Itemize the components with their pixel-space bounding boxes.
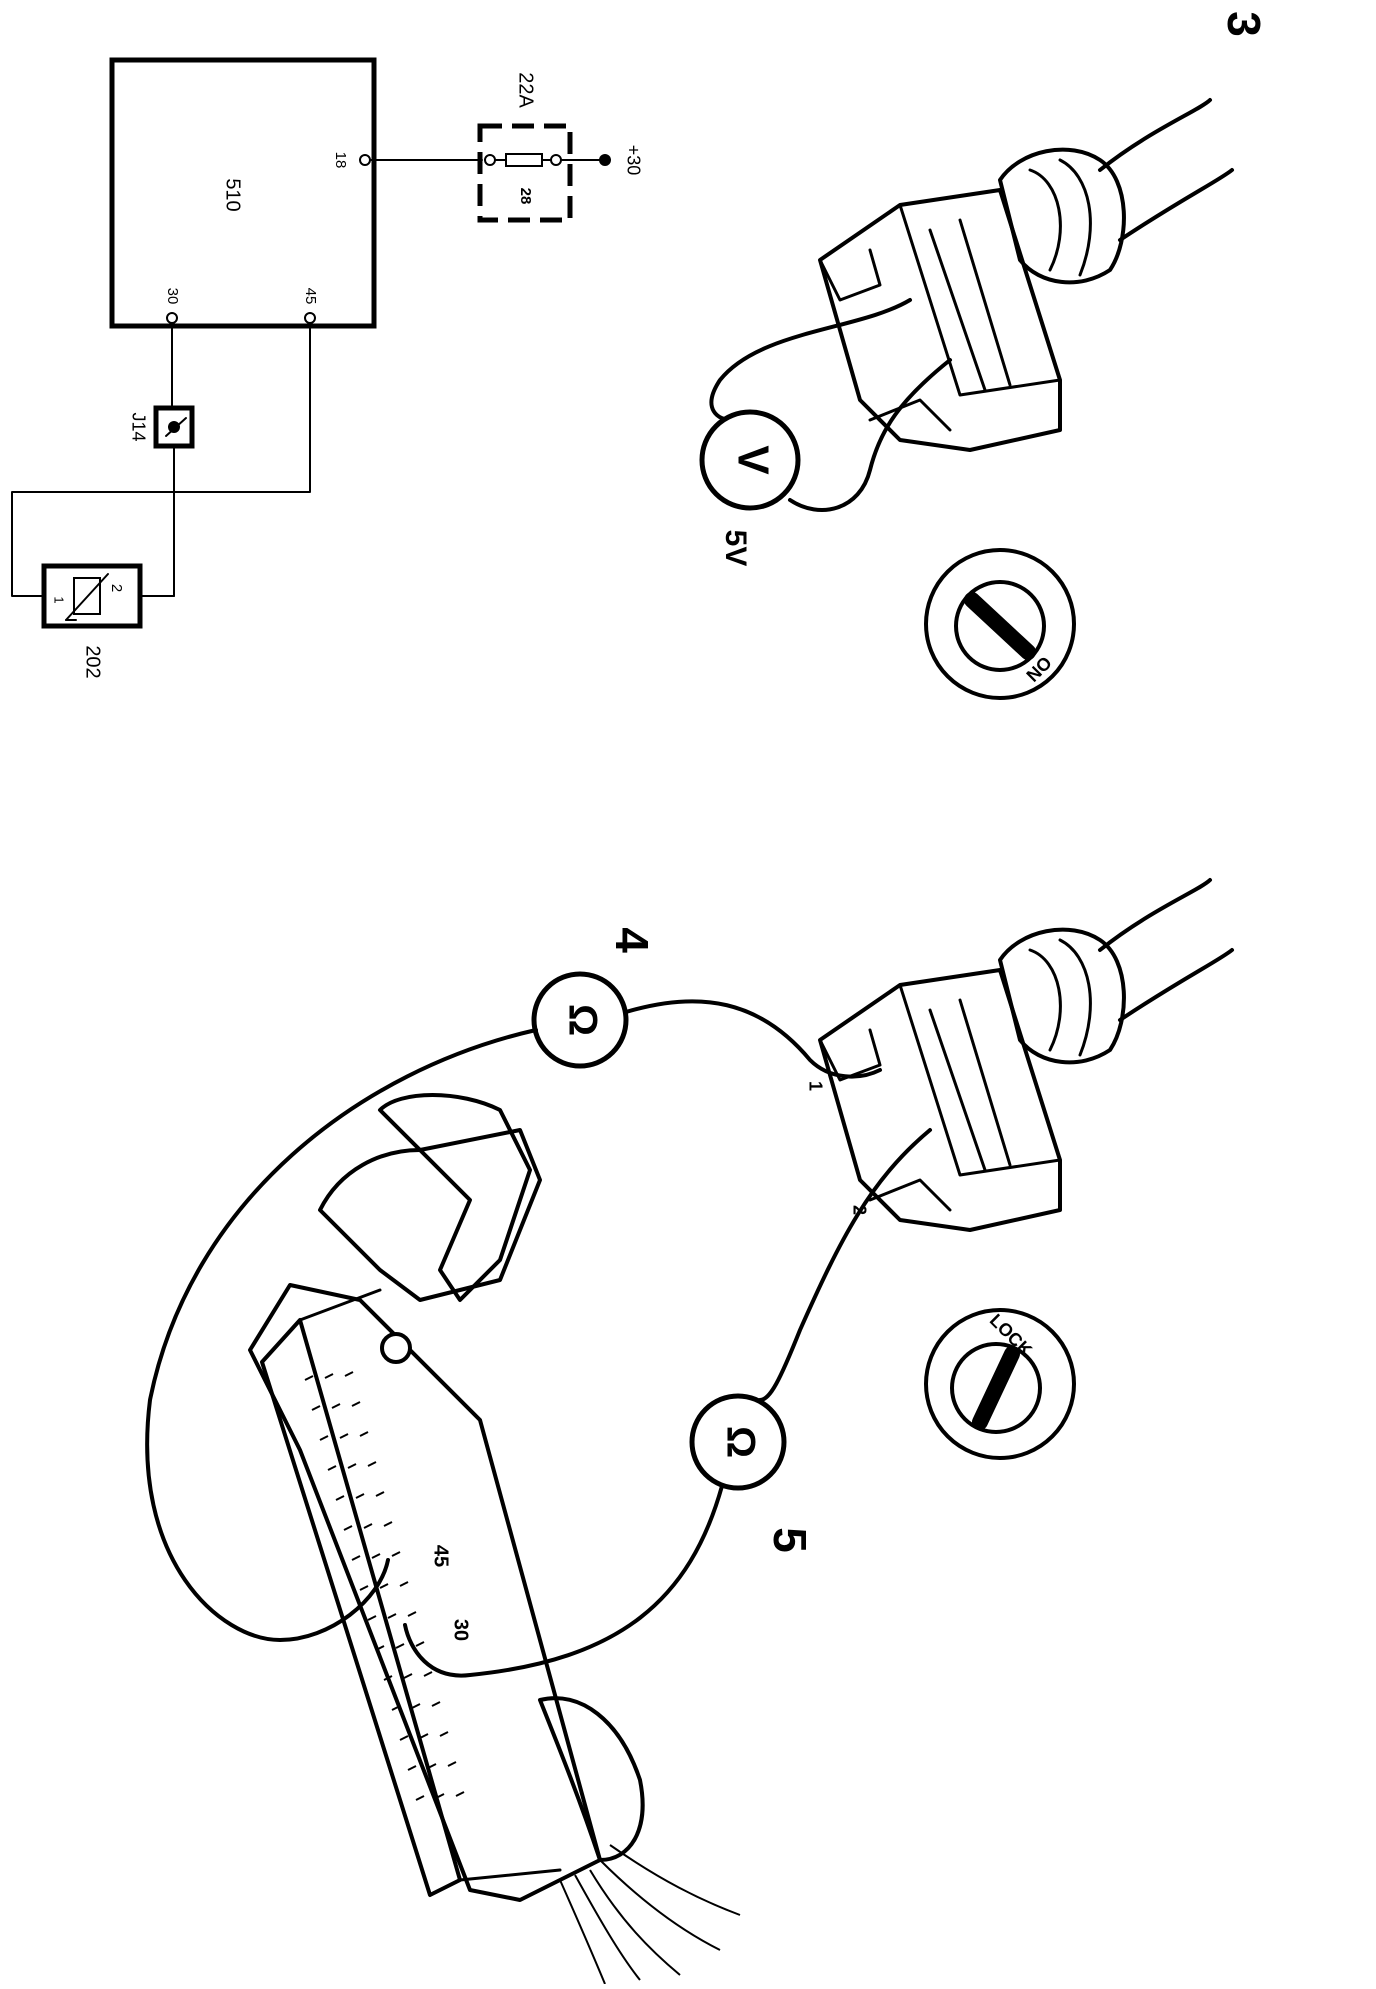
ecu-pin-45-label: 45	[302, 288, 319, 305]
ecu-connector-lever	[318, 1128, 542, 1302]
connector-upper-latch	[818, 248, 882, 302]
ecu-connector-face-top	[298, 1288, 382, 1322]
connector-lower-lip	[868, 1178, 952, 1212]
supply-label: +30	[623, 145, 643, 176]
ohmmeter-5-symbol: Ω	[718, 1426, 762, 1458]
fuse-terminal-left	[484, 154, 496, 166]
fuse-element	[505, 153, 543, 167]
ecu-pin-45-callout: 45	[430, 1545, 452, 1567]
connector-lower-edge-3	[958, 998, 1012, 1167]
voltmeter-icon	[699, 409, 801, 511]
grommet-lower-ring-2	[1058, 938, 1092, 1057]
ecu-connector-pin-grid	[304, 1371, 465, 1801]
junction-j14-dot	[168, 421, 180, 433]
grommet-lower-ring-1	[1028, 948, 1062, 1052]
fuse-number-label: 28	[517, 188, 534, 205]
junction-label: J14	[128, 412, 148, 441]
ecu-harness-wires	[559, 1844, 741, 1985]
upper-voltage-test: V 5V ON	[699, 98, 1234, 700]
sensor-label: 202	[82, 645, 104, 678]
circuit-schematic: 510 18 22A 28 +30 30 45 J14	[11, 57, 643, 679]
connector-upper-edge-2	[928, 228, 987, 392]
wire-45-to-sensor	[11, 322, 311, 597]
connector-lower-latch	[818, 1028, 882, 1082]
grommet-ring-2	[1058, 158, 1092, 277]
connector-upper-edge-3	[958, 218, 1012, 387]
cable-upper-a	[1098, 98, 1212, 172]
connector-grommet-upper	[998, 147, 1126, 285]
cable-lower-b	[1118, 948, 1234, 1022]
ecu-pin-18-label: 18	[332, 152, 349, 169]
connector-lower-edge-2	[928, 1008, 987, 1172]
ecu-box-510	[109, 57, 377, 329]
connector-grommet-lower	[998, 927, 1126, 1065]
ohm4-wire-to-ecu-45	[145, 1028, 538, 1642]
connector-pin-1-label: 1	[805, 1081, 825, 1091]
connector-upper-lip	[868, 398, 952, 432]
sensor-pin-2-label: 2	[108, 584, 125, 592]
ecu-pin-30-callout: 30	[450, 1619, 472, 1641]
connector-lower-edge-1	[898, 983, 1062, 1177]
ohmmeter-5-icon	[689, 1393, 787, 1491]
ecu-pin-30-terminal	[166, 312, 178, 324]
voltage-reading: 5V	[719, 530, 752, 567]
sensor-pin-1-label: 1	[52, 596, 67, 603]
ohmmeter-4-icon	[531, 971, 629, 1069]
ohm5-wire-to-pin2	[758, 1128, 932, 1402]
ecu-connector-face-bottom	[458, 1868, 562, 1882]
voltmeter-symbol: V	[728, 445, 777, 475]
step-5-label: 5	[764, 1527, 816, 1553]
step-4-label: 4	[606, 927, 658, 953]
ecu-harness-boot	[538, 1696, 645, 1862]
ignition-key-slot-on	[964, 592, 1036, 660]
ecu-pin-45-terminal	[304, 312, 316, 324]
ecu-pin-18-terminal	[359, 154, 371, 166]
grommet-ring-1	[1028, 168, 1062, 272]
ecu-pin-30-label: 30	[164, 288, 181, 305]
voltmeter-probe-wire-1	[709, 298, 912, 422]
ohm4-wire-to-pin1	[624, 999, 882, 1079]
step-3-label: 3	[1218, 11, 1270, 37]
ecu-connector-lever-arm	[378, 1093, 532, 1302]
junction-j14-slash	[165, 417, 187, 437]
ecu-lever-pivot	[380, 1332, 412, 1364]
cable-upper-b	[1118, 168, 1234, 242]
fuse-box-22a	[477, 123, 573, 223]
supply-dot	[599, 154, 611, 166]
ignition-key-slot-lock	[972, 1346, 1020, 1430]
voltmeter-probe-wire-2	[788, 358, 952, 512]
fuse-box-label: 22A	[515, 72, 537, 108]
ohm5-wire-to-ecu-30	[403, 1484, 724, 1678]
connector-upper-edge-1	[898, 203, 1062, 397]
sensor-connector-lower	[818, 968, 1062, 1232]
sensor-thermistor-slash	[65, 573, 109, 621]
ohmmeter-4-symbol: Ω	[560, 1004, 604, 1036]
cable-lower-a	[1098, 878, 1212, 952]
ecu-label-510: 510	[222, 178, 244, 211]
ecu-harness-connector	[248, 1283, 602, 1902]
lower-resistance-test: 1 2 4 Ω Ω 5	[145, 878, 1234, 1985]
fuse-terminal-right	[550, 154, 562, 166]
sensor-connector-upper	[818, 188, 1062, 452]
